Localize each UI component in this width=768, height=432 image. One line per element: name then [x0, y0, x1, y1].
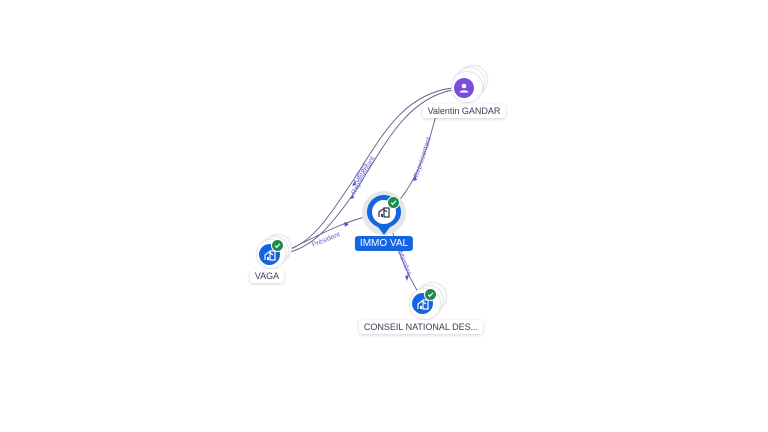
verified-badge — [387, 196, 400, 209]
building-icon — [416, 298, 429, 310]
edge-immoval-cnd[interactable] — [391, 229, 419, 293]
node-vaga[interactable] — [254, 234, 292, 271]
node-label-immo-val[interactable]: IMMO VAL — [354, 236, 414, 251]
verified-badge — [271, 239, 284, 252]
edge-label-representant-immoval: Représentant — [413, 136, 433, 181]
node-label-valentin-gandar[interactable]: Valentin GANDAR — [422, 104, 506, 118]
arrow-icon — [352, 180, 356, 186]
arrow-icon — [413, 175, 417, 181]
building-icon — [263, 249, 276, 261]
arrow-icon — [344, 222, 349, 227]
node-conseil-national[interactable] — [406, 282, 447, 323]
check-icon — [390, 200, 397, 206]
person-icon — [459, 83, 469, 93]
edge-valentin-vaga[interactable] — [281, 87, 453, 253]
verified-badge — [424, 288, 437, 301]
check-icon — [427, 292, 434, 298]
check-icon — [274, 243, 281, 249]
node-label-conseil-national[interactable]: CONSEIL NATIONAL DES... — [358, 320, 484, 334]
arrow-icon — [405, 275, 409, 281]
svg-text:Président: Président — [311, 231, 341, 249]
svg-text:Représentant: Représentant — [413, 136, 433, 178]
edge-label-president: Président — [311, 222, 349, 249]
arrow-icon — [350, 193, 354, 199]
node-immo-val[interactable] — [360, 191, 408, 239]
node-valentin-gandar[interactable] — [448, 65, 488, 106]
svg-text:Membre: Membre — [396, 250, 412, 277]
edge-valentin-vaga-2[interactable] — [282, 89, 453, 255]
person-avatar — [454, 78, 474, 98]
node-label-vaga[interactable]: VAGA — [249, 269, 285, 283]
building-icon — [378, 207, 390, 218]
